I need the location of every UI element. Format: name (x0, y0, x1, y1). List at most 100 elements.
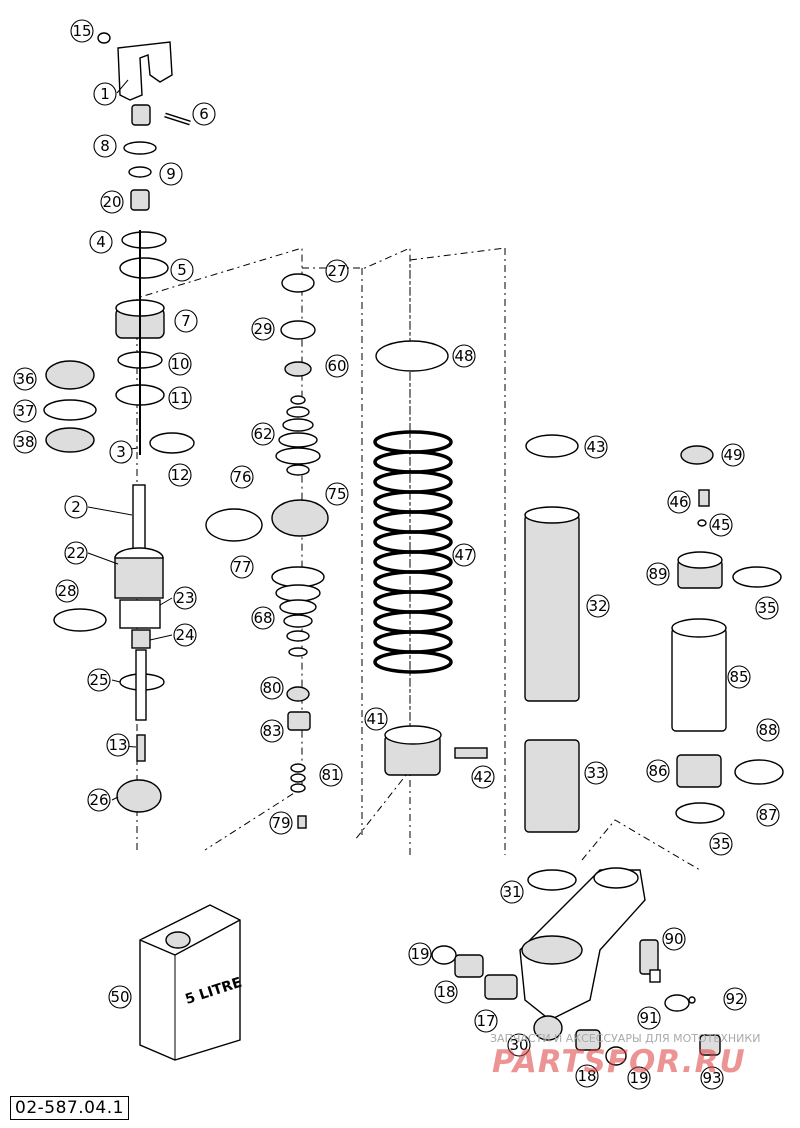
svg-text:80: 80 (262, 679, 281, 697)
callout-75: 75 (325, 482, 349, 506)
svg-text:31: 31 (502, 883, 521, 901)
callout-23: 23 (173, 586, 197, 610)
callout-80: 80 (260, 676, 284, 700)
svg-text:89: 89 (648, 565, 667, 583)
callout-12: 12 (168, 463, 192, 487)
svg-text:9: 9 (166, 165, 176, 183)
svg-text:8: 8 (100, 137, 110, 155)
reservoir-top (671, 618, 727, 638)
circlip-part (149, 432, 195, 454)
callout-90: 90 (662, 927, 686, 951)
svg-text:68: 68 (253, 609, 272, 627)
floating-piston-part (676, 754, 722, 788)
callout-19b: 19 (627, 1066, 651, 1090)
svg-text:30: 30 (509, 1036, 528, 1054)
svg-text:7: 7 (181, 312, 191, 330)
bushing-18b-part (575, 1029, 601, 1051)
o-ring-35b-part (675, 802, 725, 824)
svg-text:22: 22 (66, 544, 85, 562)
knob-93-part (699, 1034, 721, 1056)
lower-eye-part (519, 867, 646, 1041)
svg-text:29: 29 (253, 320, 272, 338)
svg-text:4: 4 (96, 233, 106, 251)
svg-text:17: 17 (476, 1012, 495, 1030)
callout-15: 15 (70, 19, 94, 43)
damper-body-part (524, 514, 580, 702)
svg-text:41: 41 (366, 710, 385, 728)
spring-retainer-part (375, 340, 449, 372)
callout-20: 20 (100, 190, 124, 214)
piston-ring-part (205, 508, 263, 542)
svg-text:93: 93 (702, 1069, 721, 1087)
callout-3: 3 (109, 440, 133, 464)
bushing-part (130, 189, 150, 211)
svg-text:91: 91 (639, 1009, 658, 1027)
svg-text:27: 27 (327, 262, 346, 280)
o-ring-part (123, 141, 157, 155)
bearing-set (43, 360, 97, 453)
svg-text:38: 38 (15, 433, 34, 451)
callout-25: 25 (87, 668, 111, 692)
callout-81: 81 (319, 763, 343, 787)
callout-50: 50 (108, 985, 132, 1009)
svg-text:92: 92 (725, 990, 744, 1008)
svg-text:1: 1 (100, 85, 110, 103)
svg-text:25: 25 (89, 671, 108, 689)
adjuster-valve-90 (639, 939, 661, 983)
svg-text:79: 79 (271, 814, 290, 832)
svg-text:83: 83 (262, 722, 281, 740)
svg-text:36: 36 (15, 370, 34, 388)
callout-32: 32 (586, 594, 610, 618)
piston-part (271, 499, 329, 537)
callout-37: 37 (13, 399, 37, 423)
svg-text:35: 35 (711, 835, 730, 853)
damper-body-top (524, 506, 580, 524)
callout-33: 33 (584, 761, 608, 785)
callout-35b: 35 (709, 832, 733, 856)
callout-8: 8 (93, 134, 117, 158)
o-ring-31-part (527, 869, 577, 891)
callout-30: 30 (507, 1033, 531, 1057)
svg-text:12: 12 (170, 466, 189, 484)
callout-87: 87 (756, 803, 780, 827)
circlip-91-part (664, 994, 690, 1012)
svg-text:50: 50 (110, 988, 129, 1006)
callout-46: 46 (667, 490, 691, 514)
pin-part (164, 112, 191, 126)
callout-89: 89 (646, 562, 670, 586)
adjuster-stack (115, 230, 169, 455)
callout-4: 4 (89, 230, 113, 254)
cap-part (680, 445, 714, 465)
callout-10: 10 (168, 352, 192, 376)
reference-code: 02-587.04.1 (10, 1096, 129, 1120)
svg-text:48: 48 (454, 347, 473, 365)
callout-68: 68 (251, 606, 275, 630)
piston-rod-assembly (114, 484, 165, 813)
callout-77: 77 (230, 555, 254, 579)
callout-92: 92 (723, 987, 747, 1011)
svg-text:19: 19 (629, 1069, 648, 1087)
callout-11: 11 (168, 386, 192, 410)
callout-7: 7 (174, 309, 198, 333)
svg-text:2: 2 (71, 498, 81, 516)
svg-text:90: 90 (664, 930, 683, 948)
callout-29: 29 (251, 317, 275, 341)
svg-text:62: 62 (253, 425, 272, 443)
callout-2: 2 (64, 495, 88, 519)
svg-text:87: 87 (758, 806, 777, 824)
screw-part (454, 747, 488, 759)
watermark-logo: PARTSFOR.RU (492, 1044, 746, 1080)
o-ring-small-part (128, 166, 152, 178)
svg-text:76: 76 (232, 468, 251, 486)
callout-41: 41 (364, 707, 388, 731)
callout-93: 93 (700, 1066, 724, 1090)
svg-text:45: 45 (711, 516, 730, 534)
svg-text:18: 18 (436, 983, 455, 1001)
svg-text:28: 28 (57, 582, 76, 600)
callout-22: 22 (64, 541, 88, 565)
dashed-group-lines (136, 247, 701, 871)
callout-83: 83 (260, 719, 284, 743)
callout-35: 35 (755, 596, 779, 620)
svg-text:18: 18 (577, 1067, 596, 1085)
